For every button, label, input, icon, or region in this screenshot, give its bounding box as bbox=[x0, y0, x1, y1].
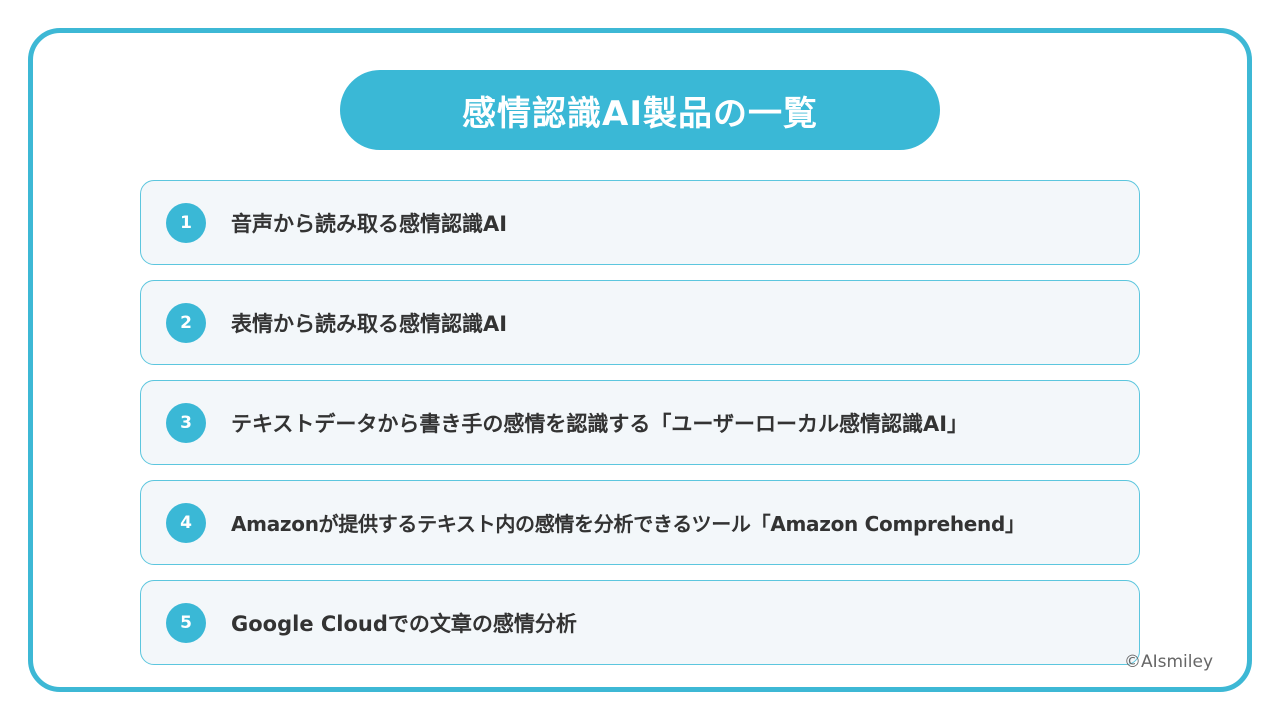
number-badge: 4 bbox=[166, 503, 206, 543]
number-badge: 3 bbox=[166, 403, 206, 443]
item-label: Amazonが提供するテキスト内の感情を分析できるツール「Amazon Comp… bbox=[231, 512, 1025, 536]
list-item: 2 表情から読み取る感情認識AI bbox=[140, 280, 1140, 365]
page-title: 感情認識AI製品の一覧 bbox=[340, 70, 940, 150]
outer-frame bbox=[28, 28, 1252, 692]
number-badge: 5 bbox=[166, 603, 206, 643]
item-label: Google Cloudでの文章の感情分析 bbox=[231, 611, 577, 636]
item-label: テキストデータから書き手の感情を認識する「ユーザーローカル感情認識AI」 bbox=[231, 411, 969, 436]
list-item: 4 Amazonが提供するテキスト内の感情を分析できるツール「Amazon Co… bbox=[140, 480, 1140, 565]
copyright: ©AIsmiley bbox=[1124, 652, 1214, 672]
list-item: 3 テキストデータから書き手の感情を認識する「ユーザーローカル感情認識AI」 bbox=[140, 380, 1140, 465]
item-label: 音声から読み取る感情認識AI bbox=[231, 211, 508, 236]
list-item: 1 音声から読み取る感情認識AI bbox=[140, 180, 1140, 265]
number-badge: 2 bbox=[166, 303, 206, 343]
list-item: 5 Google Cloudでの文章の感情分析 bbox=[140, 580, 1140, 665]
number-badge: 1 bbox=[166, 203, 206, 243]
item-label: 表情から読み取る感情認識AI bbox=[231, 311, 508, 336]
